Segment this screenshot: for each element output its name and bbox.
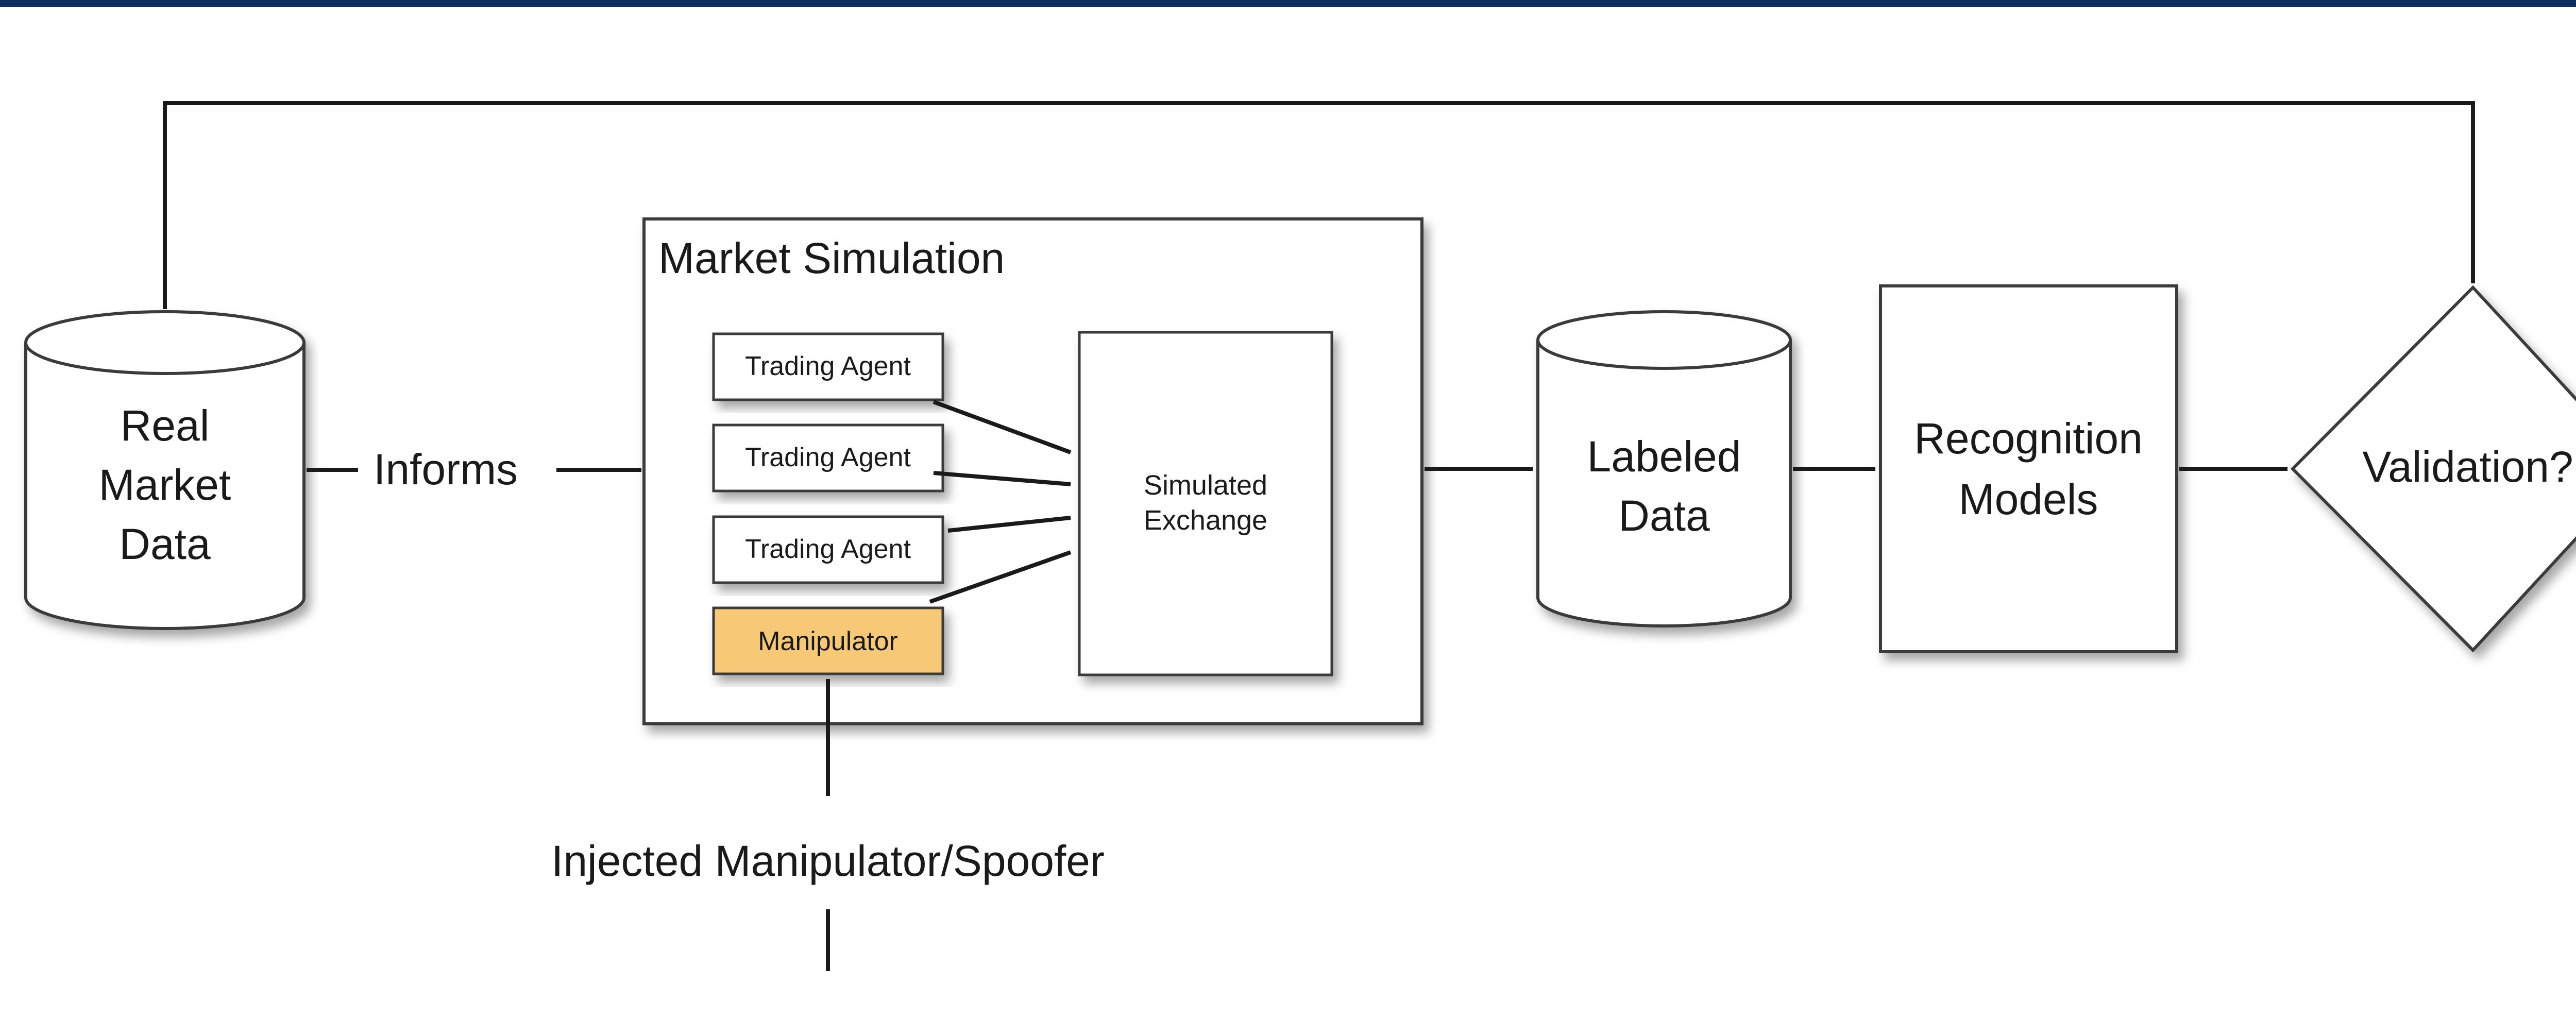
trading-agent-3-label: Trading Agent — [745, 534, 911, 564]
manipulator-exchange-arrow — [929, 550, 1072, 604]
recognition-models-label-1: Recognition — [1914, 414, 2143, 463]
real-market-data-node — [24, 310, 306, 630]
validation-diamond — [2290, 285, 2576, 653]
trading-agent-1-label: Trading Agent — [745, 351, 911, 381]
market-simulation-title: Market Simulation — [658, 234, 1005, 282]
top-bar — [0, 0, 2576, 7]
trading-agent-3-box — [712, 515, 944, 584]
real-market-data-label-3: Data — [119, 520, 211, 568]
trading-agent-2-box — [712, 423, 944, 493]
manipulator-box — [712, 606, 944, 675]
agent-3-exchange-arrow — [947, 516, 1071, 533]
labeled-data-label-1: Labeled — [1587, 432, 1741, 481]
injected-label: Injected Manipulator/Spoofer — [551, 837, 1105, 885]
labeled-data-node — [1536, 310, 1792, 627]
real-market-data-label-2: Market — [99, 461, 231, 509]
manipulator-label: Manipulator — [758, 626, 898, 656]
informs-label: Informs — [374, 445, 518, 494]
labeled-data-label-2: Data — [1618, 491, 1710, 540]
trading-agent-1-box — [712, 332, 944, 401]
simulated-exchange-label-1: Simulated — [1144, 470, 1267, 501]
simulated-exchange-label-2: Exchange — [1144, 505, 1267, 536]
recognition-models-label-2: Models — [1959, 475, 2098, 523]
feedback-arrow — [163, 101, 2475, 309]
agent-1-exchange-arrow — [933, 400, 1072, 454]
validation-label: Validation? — [2362, 443, 2573, 491]
trading-agent-2-label: Trading Agent — [745, 443, 911, 472]
simulated-exchange-box — [1078, 331, 1333, 676]
recognition-models-box — [1879, 284, 2178, 653]
real-market-data-label-1: Real — [121, 401, 210, 450]
agent-2-exchange-arrow — [933, 471, 1071, 486]
